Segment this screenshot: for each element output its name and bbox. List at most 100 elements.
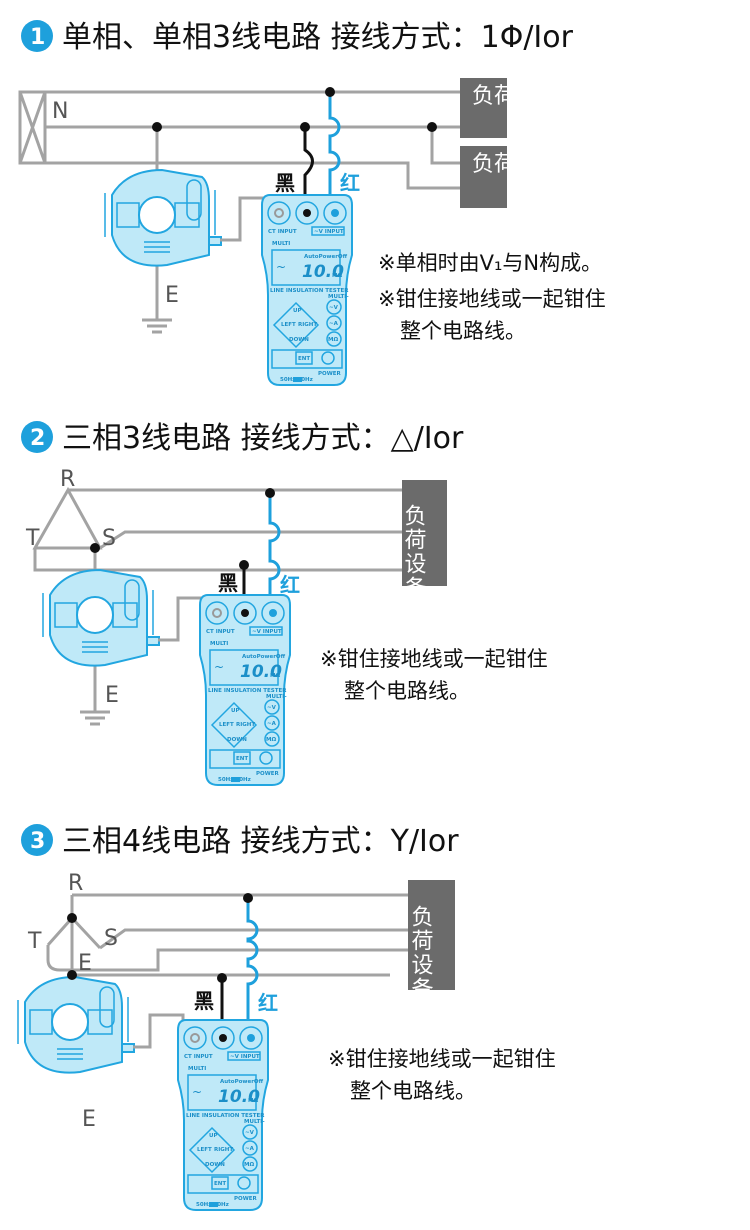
- ent-button: ENT: [236, 756, 248, 762]
- step-number-badge: [21, 421, 53, 453]
- label-text: 负荷设备: [408, 905, 434, 1001]
- label-text: ~A: [267, 721, 277, 727]
- right-button: RIGHT: [298, 322, 317, 328]
- up-button: UP: [209, 1133, 218, 1139]
- label-text: LINE INSULATION TESTER: [186, 1113, 265, 1119]
- label-text: E: [82, 1107, 96, 1132]
- section-three-phase-3-wire: 2 三相3线电路 接线方式：△/Ior R T S E 负荷设备 黑 红 CT …: [0, 400, 750, 810]
- down-button: DOWN: [227, 737, 247, 743]
- section-title: 三相4线电路 接线方式：Y/Ior: [62, 824, 459, 859]
- label-text: 负荷设备: [401, 504, 427, 600]
- label-text: S: [104, 926, 118, 951]
- label-text: 10.0: [240, 662, 282, 682]
- label-text: MΩ: [266, 737, 276, 743]
- label-text: AutoPowerOff: [304, 254, 348, 260]
- down-button: DOWN: [289, 337, 309, 343]
- label-text: R: [68, 871, 83, 896]
- label-text: 负荷: [472, 152, 516, 177]
- label-text: ~V INPUT: [230, 1054, 260, 1060]
- left-button: LEFT: [281, 322, 296, 328]
- label-text: 黑: [194, 989, 214, 1013]
- label-text: CT INPUT: [184, 1054, 213, 1060]
- up-button: UP: [293, 308, 302, 314]
- label-text: 3: [30, 829, 45, 854]
- label-text: ~V: [245, 1130, 255, 1136]
- power-button: [321, 351, 335, 365]
- label-text: LINE INSULATION TESTER: [270, 288, 349, 294]
- label-text: 黑: [218, 571, 238, 595]
- label-text: CT INPUT: [206, 629, 235, 635]
- label-text: MULTI: [210, 641, 228, 647]
- ent-button: ENT: [214, 1181, 226, 1187]
- label-text: S: [102, 526, 116, 551]
- clamp-tester-meter: CT INPUT ~V INPUT MULTI AutoPowerOff ~ 1…: [261, 194, 353, 386]
- label-text: MΩ: [248, 1098, 258, 1104]
- label-text: ※钳住接地线或一起钳住: [328, 1047, 556, 1071]
- label-text: 红: [258, 991, 278, 1015]
- power-button: [259, 751, 273, 765]
- label-text: ~A: [329, 321, 339, 327]
- left-button: LEFT: [197, 1147, 212, 1153]
- up-button: UP: [231, 708, 240, 714]
- label-text: E: [165, 283, 179, 308]
- label-text: N: [52, 99, 68, 124]
- label-text: 1: [30, 25, 45, 50]
- load-box: [460, 78, 507, 138]
- black-jack: [295, 201, 319, 225]
- clamp-tester-meter: CT INPUT ~V INPUT MULTI AutoPowerOff ~ 1…: [177, 1019, 269, 1211]
- red-jack: [323, 201, 347, 225]
- label-text: ~V INPUT: [252, 629, 282, 635]
- black-jack: [211, 1026, 235, 1050]
- label-text: R: [60, 467, 75, 492]
- label-text: POWER: [318, 371, 342, 377]
- label-text: ※单相时由V₁与N构成。: [378, 251, 602, 275]
- ent-button: ENT: [298, 356, 310, 362]
- label-text: 整个电路线。: [400, 319, 526, 343]
- label-text: POWER: [234, 1196, 258, 1202]
- left-button: LEFT: [219, 722, 234, 728]
- label-text: 红: [340, 171, 360, 195]
- label-text: E: [78, 951, 92, 976]
- label-text: 10.0: [218, 1087, 260, 1107]
- label-text: MULTI-: [328, 294, 349, 300]
- section-title: 单相、单相3线电路 接线方式：1Φ/Ior: [62, 20, 574, 55]
- label-text: POWER: [256, 771, 280, 777]
- label-text: MΩ: [328, 337, 338, 343]
- label-text: 整个电路线。: [344, 679, 470, 703]
- label-text: LINE INSULATION TESTER: [208, 688, 287, 694]
- label-text: AutoPowerOff: [242, 654, 286, 660]
- label-text: ~V INPUT: [314, 229, 344, 235]
- label-text: ~A: [245, 1146, 255, 1152]
- clamp-tester-meter: CT INPUT ~V INPUT MULTI AutoPowerOff ~ 1…: [199, 594, 291, 786]
- label-text: 黑: [275, 171, 295, 195]
- label-text: E: [105, 683, 119, 708]
- lcd-display: [271, 249, 341, 286]
- label-text: ~V: [267, 705, 277, 711]
- section-three-phase-4-wire: 3 三相4线电路 接线方式：Y/Ior R T S E E 负荷设备 黑 红 C…: [0, 810, 750, 1230]
- label-text: T: [27, 929, 42, 954]
- label-text: MULTI-: [266, 694, 287, 700]
- section-title: 三相3线电路 接线方式：△/Ior: [62, 421, 464, 456]
- black-jack: [233, 601, 257, 625]
- label-text: ~: [192, 1085, 202, 1099]
- label-text: 2: [30, 426, 45, 451]
- label-text: ~: [276, 260, 286, 274]
- load-box: [408, 880, 455, 990]
- ct-input-jack: [267, 201, 291, 225]
- label-text: 红: [280, 573, 300, 597]
- section-single-phase: 1 单相、单相3线电路 接线方式：1Φ/Ior N E 负荷 负荷 黑 红 CT…: [0, 0, 750, 400]
- label-text: ※钳住接地线或一起钳住: [320, 647, 548, 671]
- lcd-display: [209, 649, 279, 686]
- label-text: MΩ: [244, 1162, 254, 1168]
- label-text: CT INPUT: [268, 229, 297, 235]
- label-text: MΩ: [332, 273, 342, 279]
- label-text: ~: [214, 660, 224, 674]
- load-box: [460, 146, 507, 208]
- down-button: DOWN: [205, 1162, 225, 1168]
- label-text: ~V: [329, 305, 339, 311]
- label-text: 整个电路线。: [350, 1079, 476, 1103]
- label-text: MULTI: [272, 241, 290, 247]
- label-text: 负荷: [472, 84, 516, 109]
- step-number-badge: [21, 824, 53, 856]
- step-number-badge: [21, 20, 53, 52]
